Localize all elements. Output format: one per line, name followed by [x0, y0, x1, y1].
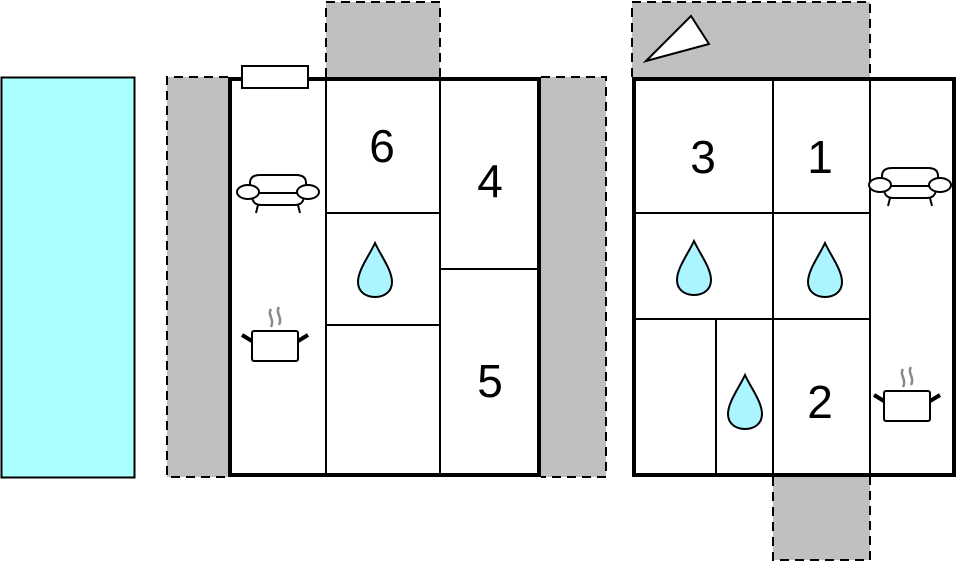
pool	[0, 76, 136, 479]
window-icon	[241, 65, 309, 89]
room-4-label: 4	[477, 155, 503, 207]
room-2-label: 2	[807, 376, 833, 428]
room-1-label: 1	[807, 131, 833, 183]
north-arrow-icon	[642, 14, 711, 63]
building-right: 3 1 2	[632, 77, 956, 477]
building-left: 6 4 5	[228, 65, 541, 477]
room-5-label: 5	[477, 355, 503, 407]
room-3-label: 3	[690, 131, 716, 183]
bottom-terrace-right	[772, 477, 871, 561]
left-terrace	[166, 76, 228, 478]
right-terrace	[541, 76, 607, 478]
top-terrace-left	[325, 1, 441, 77]
room-6-label: 6	[369, 120, 395, 172]
